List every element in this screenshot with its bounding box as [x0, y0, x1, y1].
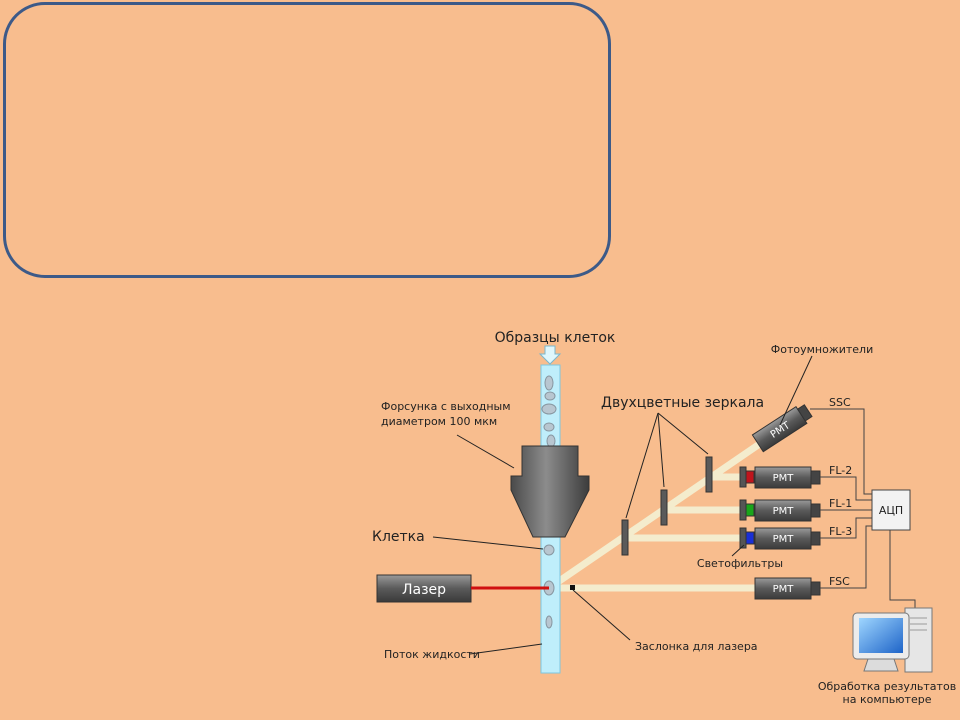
cells-in-stream: [541, 375, 557, 629]
pmt-cap: [810, 531, 821, 546]
pmt-cap: [796, 404, 813, 422]
leader-nozzle: [456, 434, 515, 469]
wire-fl3: [820, 517, 872, 539]
dichroic-mirror: [621, 519, 629, 556]
leader-mirror: [625, 412, 659, 519]
computer-base: [863, 658, 899, 672]
pmt-label: PMT: [773, 473, 795, 484]
filter-blue: [745, 531, 755, 545]
signal-label-fl1: FL-1: [829, 497, 852, 510]
leader-fluid-flow: [469, 643, 543, 655]
pmt-label: PMT: [773, 506, 795, 517]
cell-label: Клетка: [372, 529, 425, 545]
signal-label-fsc: FSC: [829, 575, 850, 588]
dichroic-mirrors-label: Двухцветные зеркала: [601, 395, 764, 411]
filter-holder: [739, 527, 747, 549]
pmt-fl2: PMT: [754, 466, 821, 489]
leader-cell: [432, 536, 544, 550]
pmt-fl1: PMT: [754, 499, 821, 522]
sample-input-arrow: [538, 345, 562, 365]
filter-holder: [739, 466, 747, 488]
stream-cell: [544, 391, 556, 401]
leader-shutter: [572, 589, 631, 641]
adc-box: [871, 489, 911, 531]
stream-cell: [543, 422, 555, 432]
leader-lines: [432, 355, 813, 655]
pmt-cap: [810, 503, 821, 518]
laser-device: [376, 574, 472, 603]
wire-ssc: [810, 408, 872, 495]
signal-wires: [810, 408, 916, 608]
dichroic-mirrors: [621, 456, 713, 556]
nozzle-label-line1: Форсунка с выходным: [381, 400, 511, 413]
rounded-text-box: [3, 2, 611, 278]
pmt-cap: [810, 470, 821, 485]
filters: [739, 466, 755, 549]
results-label-line2: на компьютере: [843, 693, 932, 706]
stream-cell: [545, 615, 553, 629]
samples-label: Образцы клеток: [495, 330, 616, 346]
stream-cell: [544, 375, 554, 391]
fluid-flow-label: Поток жидкости: [384, 648, 480, 661]
wire-fl2: [820, 476, 872, 501]
computer-screen: [859, 618, 903, 653]
filters-label: Светофильтры: [697, 557, 783, 570]
pmt-ssc: PMT: [751, 404, 813, 453]
laser-shutter: [570, 585, 575, 590]
photomultipliers-label: Фотоумножители: [771, 343, 873, 356]
laser-label: Лазер: [402, 582, 446, 598]
pmt-label: PMT: [773, 584, 795, 595]
pmt-cap: [810, 581, 821, 596]
light-beams: [550, 427, 782, 592]
nozzle-label-line2: диаметром 100 мкм: [381, 415, 497, 428]
computer-icon: [852, 607, 933, 673]
leader-mirror: [657, 412, 709, 455]
results-label-line1: Обработка результатов: [818, 680, 956, 693]
dichroic-mirror: [660, 489, 668, 526]
signal-label-fl3: FL-3: [829, 525, 852, 538]
pmt-fl3: PMT: [754, 527, 821, 550]
filter-green: [745, 503, 755, 517]
dichroic-mirror: [705, 456, 713, 493]
laser-shutter-label: Заслонка для лазера: [635, 640, 758, 653]
adc-label: АЦП: [879, 504, 903, 517]
leader-filters: [731, 544, 745, 557]
filter-holder: [739, 499, 747, 521]
leader-photomultipliers: [779, 355, 813, 426]
signal-label-ssc: SSC: [829, 396, 851, 409]
wire-fsc: [820, 525, 872, 589]
wire-computer: [889, 530, 916, 608]
stream-cell: [546, 434, 556, 448]
pmt-label: PMT: [773, 534, 795, 545]
leader-mirror: [657, 412, 665, 488]
pmt-fsc: PMT: [754, 577, 821, 600]
nozzle: [510, 445, 590, 538]
cell: [543, 544, 555, 556]
filter-red: [745, 470, 755, 484]
signal-label-fl2: FL-2: [829, 464, 852, 477]
stream-cell: [541, 403, 557, 415]
